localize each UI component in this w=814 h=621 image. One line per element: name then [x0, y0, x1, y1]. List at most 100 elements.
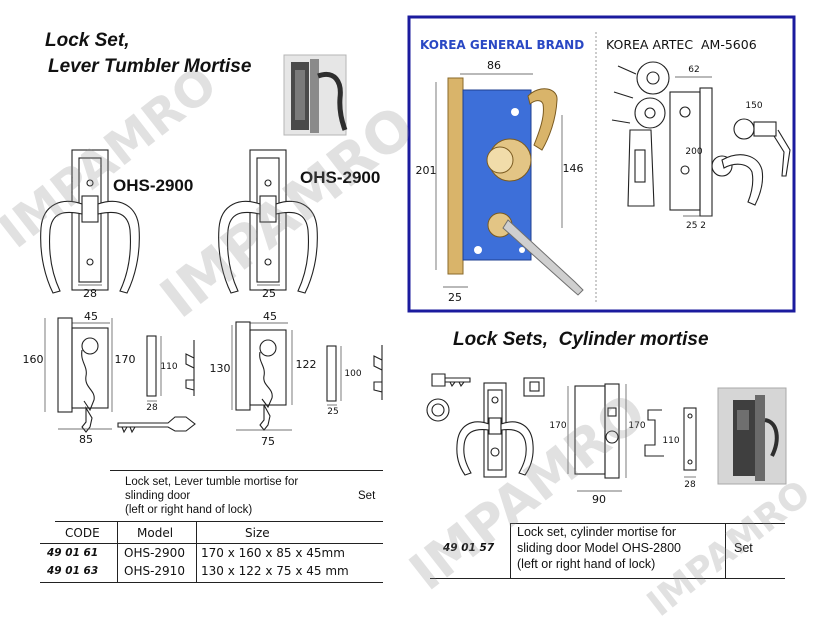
brass-lever-handle	[527, 88, 558, 151]
tumbler-hub	[259, 339, 277, 357]
dimension-label: 170	[628, 421, 645, 431]
screw-icon	[264, 179, 272, 187]
rosette-center	[644, 107, 656, 119]
tumbler-mechanism	[81, 349, 95, 412]
knob-rosette	[486, 146, 514, 174]
dimension-label: 146	[563, 162, 584, 175]
table-description-line: (left or right hand of lock)	[125, 504, 253, 516]
cylinder-face	[426, 398, 450, 422]
model-label-a: OHS-2900	[113, 176, 194, 195]
spindle-hole	[679, 106, 691, 118]
dimension-label: 28	[684, 480, 696, 490]
dimension-label: 130	[210, 362, 231, 375]
table-description-line: Lock set, Lever tumble mortise for	[125, 476, 299, 488]
korea-brands-box: KOREA GENERAL BRAND KOREA ARTEC AM-5606 …	[407, 15, 796, 313]
case-hole	[474, 246, 482, 254]
rosette-center	[646, 71, 660, 85]
photo-lever	[317, 72, 348, 131]
table-column-rule	[510, 523, 511, 578]
faceplate	[57, 317, 73, 413]
lever-handle-right	[275, 200, 318, 294]
row-code: 49 01 63	[47, 565, 99, 577]
table-rule	[55, 521, 383, 522]
strike-hook	[373, 345, 383, 400]
dimension-label: 100	[344, 369, 361, 379]
lock-case	[574, 385, 606, 475]
dimension-label: 28	[146, 403, 158, 413]
strike-hook	[185, 340, 195, 396]
model-label-b: OHS-2900	[300, 168, 381, 187]
key-icon	[259, 404, 271, 431]
lever-lock-photo	[283, 54, 348, 136]
table-unit: Set	[734, 541, 753, 555]
lock-case	[71, 327, 109, 409]
row-model: OHS-2910	[124, 564, 185, 578]
dimension-label: 200	[685, 147, 702, 157]
lever-lock-body-view-a: 45 160 170 85 110 28	[23, 310, 196, 446]
detail-part-inner	[529, 381, 540, 392]
cylinder-key-icon	[502, 219, 584, 296]
brass-faceplate	[447, 77, 464, 275]
cylinder-plug	[431, 403, 445, 417]
screw-icon	[86, 258, 94, 266]
cylinder-body	[753, 121, 777, 137]
lever-section-title-line1: Lock Set,	[45, 30, 130, 51]
dimension-label: 45	[263, 310, 277, 323]
lever-handle	[721, 154, 764, 206]
dimension-label: 110	[160, 362, 177, 372]
keyhole	[490, 447, 500, 457]
backplate-inner	[487, 389, 503, 471]
lever-lock-front-view-a: 28	[40, 149, 140, 300]
lever-handle-left	[40, 200, 83, 294]
photo-lock-detail	[295, 70, 305, 120]
side-plate	[683, 407, 697, 471]
dimension-label: 28	[83, 287, 97, 300]
row-code: 49 01 61	[47, 547, 99, 559]
tumbler-hub	[81, 337, 99, 355]
backplate-inner	[78, 157, 102, 283]
dimension-label: 90	[592, 493, 606, 506]
dimension-label: 160	[23, 353, 44, 366]
faceplate	[235, 321, 251, 411]
dimension-label: 62	[688, 65, 699, 75]
korea-general-lock: 86 201 146 25	[416, 59, 584, 304]
lever-handle-right	[500, 421, 534, 476]
lever-hub	[488, 417, 502, 435]
dimension-label: 25	[327, 407, 338, 417]
latch-hole	[607, 407, 617, 417]
backplate	[249, 149, 287, 291]
screw-icon	[491, 396, 499, 404]
table-description-line: slinding door	[125, 490, 191, 502]
photo-faceplate	[755, 395, 765, 481]
header-code: CODE	[65, 526, 100, 540]
dimension-label: 25 2	[686, 221, 706, 231]
table-rule	[510, 523, 785, 524]
detail-part	[523, 377, 545, 397]
dimension-label: 150	[745, 101, 762, 111]
escutcheon-plate	[627, 129, 655, 207]
photo-lever	[764, 418, 779, 457]
dimension-label: 110	[662, 436, 679, 446]
dimension-label: 170	[549, 421, 566, 431]
cylinder-lock-photo	[717, 387, 787, 485]
key-icon	[81, 406, 93, 433]
screw-icon	[687, 459, 693, 465]
lever-lock-front-view-b: 25	[218, 149, 318, 300]
header-model: Model	[137, 526, 174, 540]
strike-hook	[644, 409, 664, 457]
screw-icon	[687, 413, 693, 419]
table-description-line: Lock set, cylinder mortise for	[517, 525, 677, 539]
row-model: OHS-2900	[124, 546, 185, 560]
table-unit: Set	[358, 490, 376, 502]
cylinder-hole	[680, 165, 690, 175]
lever-handle-left	[456, 421, 490, 476]
table-rule	[40, 582, 383, 583]
rosette	[634, 97, 666, 129]
korea-artec-title: KOREA ARTEC AM-5606	[606, 37, 757, 52]
dimension-label: 170	[115, 353, 136, 366]
dimension-label: 25	[262, 287, 276, 300]
row-size: 130 x 122 x 75 x 45 mm	[201, 564, 349, 578]
rosette	[711, 155, 733, 177]
screw-icon	[264, 258, 272, 266]
